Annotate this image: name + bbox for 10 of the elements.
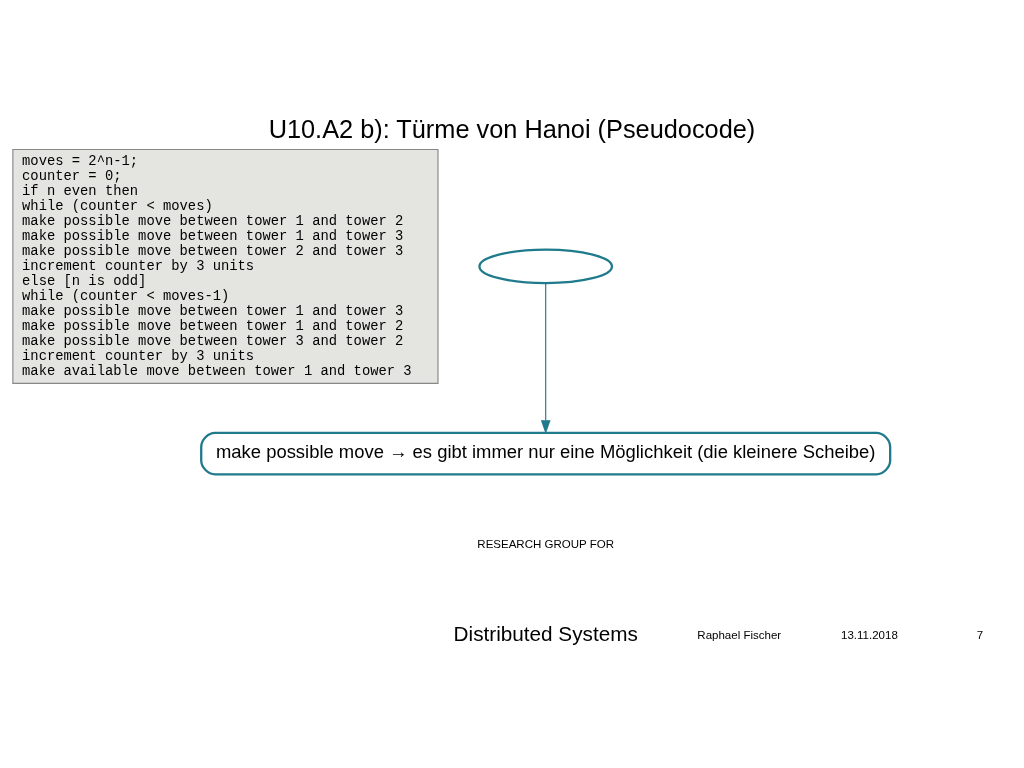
label: 7	[976, 628, 984, 641]
arrow	[540, 282, 551, 434]
label: Raphael Fischer	[697, 628, 782, 641]
label: 13.11.2018	[841, 628, 898, 641]
label: Distributed Systems	[453, 621, 638, 645]
node-ellipse	[478, 248, 614, 284]
diagram-title: U10.A2 b): Türme von Hanoi (Pseudocode)	[268, 113, 756, 142]
node-box: make possible move → es gibt immer nur eine Möglichkeit (die kleinere Scheibe)	[200, 431, 892, 475]
label: RESEARCH GROUP FOR	[477, 537, 615, 550]
node-box: moves = 2^n-1; counter = 0; if n even then while (counter < moves) make possible move between tower 1 and tower 2 make possible move between tower 1 and tower 3 make possible move between tower 2 and tower 3 increment counter by 3 units else [n is odd] while (counter < moves-1) make possible move between tower 1 and tower 3 make possible move between tower 1 and tower 2 make possible move between tower 3 and tower 2 increment counter by 3 units make available move between tower 1 and tower 3	[12, 148, 439, 384]
